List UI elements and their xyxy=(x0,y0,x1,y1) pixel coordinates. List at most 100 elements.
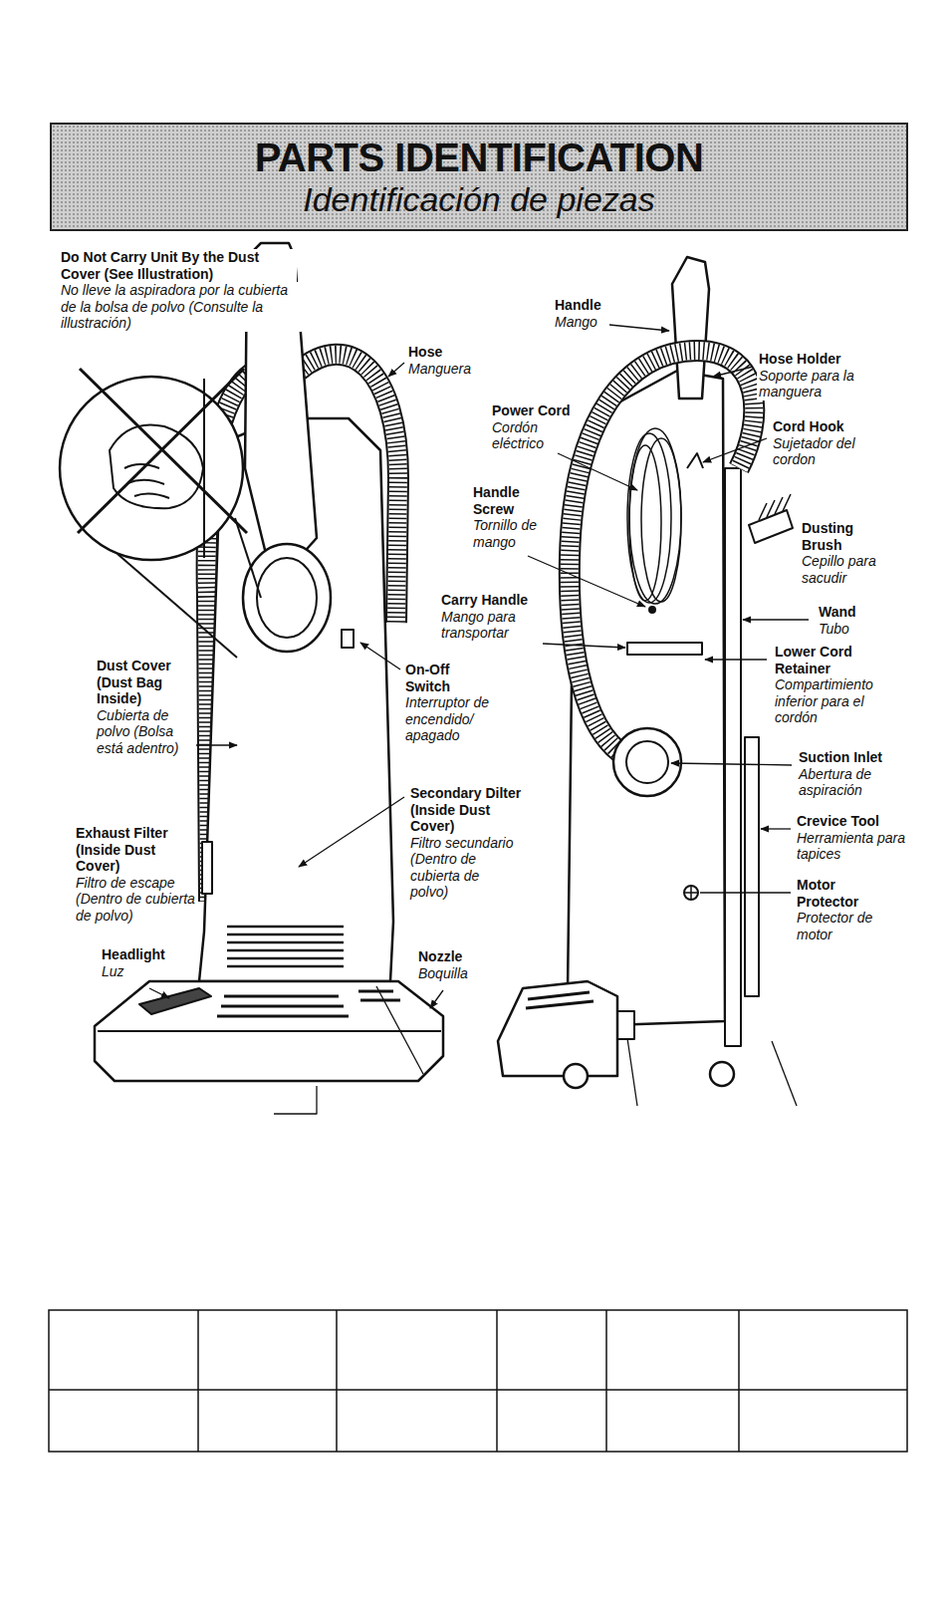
base-stripes xyxy=(217,990,401,1016)
illustration-part xyxy=(273,1085,317,1114)
illustration-part xyxy=(671,762,792,765)
part-label: Cord Hook xyxy=(770,418,847,436)
illustration-part xyxy=(527,555,646,607)
part-label-spanish: Filtro de escape (Dentro de cubierta de … xyxy=(73,874,198,925)
illustration-part xyxy=(360,642,401,670)
nozzle-base xyxy=(94,980,444,1081)
part-label-spanish: Filtro secundario (Dentro de cubierta de… xyxy=(408,834,517,901)
dusting-brush xyxy=(748,509,793,543)
part-label-spanish: Boquilla xyxy=(416,964,471,982)
part-label-spanish: Cepillo para sacudir xyxy=(799,552,899,586)
rear-handle xyxy=(672,256,710,399)
part-label-spanish: Mango para transportar xyxy=(439,608,545,642)
part-label-spanish: No lleve la aspiradora por la cubierta d… xyxy=(58,281,302,332)
hose-fill xyxy=(569,350,754,762)
part-label: Lower Cord Retainer xyxy=(772,643,887,677)
illustration-part xyxy=(742,618,809,620)
illustration-part xyxy=(712,366,753,377)
illustration-part xyxy=(197,1309,200,1451)
part-label: On-Off Switch xyxy=(403,661,482,695)
motor-protector-cross xyxy=(684,885,699,900)
illustration-part xyxy=(542,643,626,648)
part-label-spanish: Compartimiento inferior para el cordón xyxy=(772,676,912,726)
wheel xyxy=(563,1063,588,1088)
part-label: Motor Protector xyxy=(794,876,894,910)
illustration-part xyxy=(700,891,791,893)
illustration-part xyxy=(703,438,767,463)
part-label-spanish: Interruptor de encendido/ apagado xyxy=(403,694,525,744)
part-label-spanish: Tornillo de mango xyxy=(471,516,555,550)
suction-inlet xyxy=(613,727,682,796)
part-label-spanish: Cubierta de polvo (Bolsa está adentro) xyxy=(94,707,197,757)
part-label: Nozzle xyxy=(416,948,465,965)
part-label-spanish: Sujetador del cordon xyxy=(770,435,870,469)
headlight xyxy=(139,987,212,1014)
illustration-part xyxy=(360,998,401,1002)
illustration-part xyxy=(298,796,405,867)
hose-outline xyxy=(569,350,754,762)
crevice-tool xyxy=(744,736,759,996)
part-label: Power Cord xyxy=(489,402,573,420)
illustration-part xyxy=(227,941,344,945)
subtitle-text: Identificación de piezas xyxy=(59,180,899,220)
part-label-spanish: Mango xyxy=(552,313,600,331)
empty-table xyxy=(48,1309,908,1451)
part-label: Secondary Dilter (Inside Dust Cover) xyxy=(408,784,527,835)
base-stripes xyxy=(525,991,594,1008)
grille xyxy=(227,926,344,966)
illustration-part xyxy=(605,1309,608,1451)
brush-bristles xyxy=(758,493,791,520)
carry-loop xyxy=(242,543,331,652)
magnify-line xyxy=(235,517,261,598)
illustration-part xyxy=(627,1037,638,1106)
illustration-part xyxy=(191,743,238,745)
handle-screw xyxy=(649,606,656,613)
illustration-part xyxy=(217,1014,349,1018)
illustration-part xyxy=(557,453,638,490)
part-label-spanish: Protector de motor xyxy=(794,909,884,943)
carry-loop-inner xyxy=(256,557,317,638)
illustration-part xyxy=(629,445,662,601)
exhaust-filter-tab xyxy=(202,841,213,894)
illustration-part xyxy=(227,933,344,937)
part-label-spanish: Manguera xyxy=(406,360,474,378)
rear-base xyxy=(497,980,618,1076)
part-label: Exhaust Filter (Inside Dust Cover) xyxy=(73,824,183,875)
cord-hook xyxy=(687,453,704,469)
illustration-part xyxy=(48,1388,908,1391)
hose-ribs xyxy=(569,350,754,762)
suction-inlet-inner xyxy=(626,740,669,783)
title-banner: PARTS IDENTIFICATIONIdentificación de pi… xyxy=(49,122,909,232)
illustration-part xyxy=(495,1309,498,1451)
part-label: Crevice Tool xyxy=(794,812,882,830)
part-label: Handle xyxy=(552,296,604,314)
part-label: Hose xyxy=(406,343,445,361)
hand xyxy=(109,424,204,508)
title-text: PARTS IDENTIFICATION xyxy=(59,134,899,181)
illustration-part xyxy=(227,956,344,960)
part-label: Headlight xyxy=(99,946,168,963)
cross-line xyxy=(79,368,247,533)
illustration-part xyxy=(737,1309,740,1451)
illustration-part xyxy=(771,1040,797,1106)
illustration-part xyxy=(705,658,767,660)
part-label-spanish: Tubo xyxy=(816,620,852,638)
illustration-part xyxy=(48,1309,908,1451)
part-label: Handle Screw xyxy=(471,483,545,517)
part-label: Do Not Carry Unit By the Dust Cover (See… xyxy=(58,248,297,282)
part-label-spanish: Abertura de aspiración xyxy=(796,765,901,799)
front-view xyxy=(59,242,444,1114)
illustration-part xyxy=(221,1004,344,1008)
cross-line xyxy=(77,368,244,533)
illustration-part xyxy=(629,428,682,604)
part-label-spanish: Soporte para la manguera xyxy=(756,367,876,401)
illustration-part xyxy=(760,827,791,829)
cord-bundle xyxy=(627,428,682,604)
part-label-spanish: Luz xyxy=(99,962,127,980)
part-label: Dust Cover (Dust Bag Inside) xyxy=(94,657,197,708)
part-label: Hose Holder xyxy=(756,350,843,368)
warning-circle xyxy=(59,376,243,560)
illustration-part xyxy=(627,433,672,603)
part-label: Carry Handle xyxy=(439,591,530,609)
wheel xyxy=(710,1061,734,1086)
